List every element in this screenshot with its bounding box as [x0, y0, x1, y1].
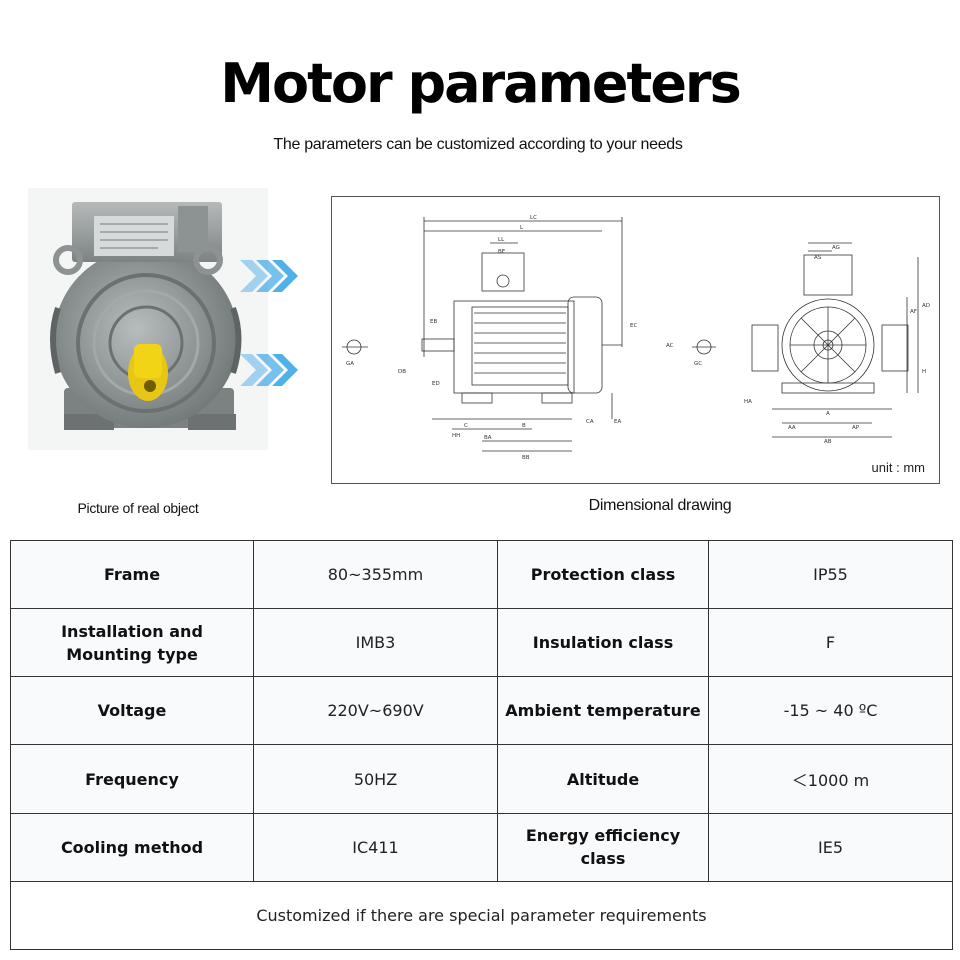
- table-row: Customized if there are special paramete…: [10, 880, 953, 951]
- drawing-label-h: H: [922, 369, 926, 375]
- drawing-label-c: C: [464, 423, 468, 429]
- param-value: 80~355mm: [253, 539, 498, 610]
- drawing-label-eb: EB: [430, 319, 437, 325]
- drawing-label-ec: EC: [630, 323, 637, 329]
- param-value: F: [708, 608, 953, 678]
- drawing-label-ba: BA: [484, 435, 492, 441]
- arrow-right-icon: [238, 250, 298, 400]
- drawing-label-hh: HH: [452, 433, 460, 439]
- page-title: Motor parameters: [220, 52, 741, 115]
- param-label: Frequency: [10, 744, 254, 814]
- drawing-label-ag: AG: [832, 245, 840, 251]
- drawing-label-a: A: [826, 411, 830, 417]
- param-label: Frame: [10, 539, 254, 610]
- param-value: IE5: [708, 812, 953, 882]
- motor-photo: [28, 188, 268, 450]
- table-row: Cooling method IC411 Energy efficiency c…: [10, 812, 953, 882]
- drawing-label-db: DB: [398, 369, 406, 375]
- drawing-label-ga: GA: [346, 361, 354, 367]
- drawing-label-ca: CA: [586, 419, 594, 425]
- param-label: Energy efficiency class: [497, 812, 709, 882]
- table-row: Frame 80~355mm Protection class IP55: [10, 539, 953, 610]
- customization-note: Customized if there are special paramete…: [10, 880, 953, 951]
- drawing-label-be: BE: [498, 249, 506, 255]
- drawing-label-l: L: [520, 225, 524, 231]
- drawing-label-ea: EA: [614, 419, 621, 425]
- param-value: IC411: [253, 812, 498, 882]
- param-value: ＜1000 m: [708, 744, 953, 814]
- drawing-label-ab: AB: [824, 439, 832, 445]
- table-row: Installation and Mounting type IMB3 Insu…: [10, 608, 953, 678]
- page-subtitle: The parameters can be customized accordi…: [273, 136, 683, 153]
- photo-caption: Picture of real object: [77, 500, 199, 516]
- drawing-label-gc: GC: [694, 361, 702, 367]
- drawing-caption: Dimensional drawing: [588, 497, 732, 514]
- drawing-label-ha: HA: [744, 399, 752, 405]
- param-label: Ambient temperature: [497, 676, 709, 746]
- drawing-label-lc: LC: [530, 215, 537, 221]
- param-label: Insulation class: [497, 608, 709, 678]
- table-row: Voltage 220V~690V Ambient temperature -1…: [10, 676, 953, 746]
- drawing-label-ed: ED: [432, 381, 440, 387]
- table-row: Frequency 50HZ Altitude ＜1000 m: [10, 744, 953, 814]
- param-value: 50HZ: [253, 744, 498, 814]
- drawing-label-bb: BB: [522, 455, 530, 461]
- param-label: Cooling method: [10, 812, 254, 882]
- param-value: 220V~690V: [253, 676, 498, 746]
- param-value: IP55: [708, 539, 953, 610]
- param-label: Installation and Mounting type: [10, 608, 254, 678]
- drawing-label-b: B: [522, 423, 526, 429]
- param-label: Altitude: [497, 744, 709, 814]
- drawing-label-aa: AA: [788, 425, 796, 431]
- drawing-label-ll: LL: [498, 237, 505, 243]
- param-value: IMB3: [253, 608, 498, 678]
- unit-label: unit : mm: [871, 460, 925, 475]
- parameters-table: Frame 80~355mm Protection class IP55 Ins…: [10, 539, 953, 951]
- param-label: Voltage: [10, 676, 254, 746]
- drawing-label-af: AF: [910, 309, 917, 315]
- drawing-label-ac: AC: [666, 343, 674, 349]
- drawing-label-as: AS: [814, 255, 822, 261]
- drawing-label-ad: AD: [922, 303, 930, 309]
- param-label: Protection class: [497, 539, 709, 610]
- drawing-label-ap: AP: [852, 425, 860, 431]
- dimensional-drawing: LC L LL BE EB EC EA AC GA DB ED C B BA B…: [331, 196, 940, 484]
- param-value: -15 ~ 40 ºC: [708, 676, 953, 746]
